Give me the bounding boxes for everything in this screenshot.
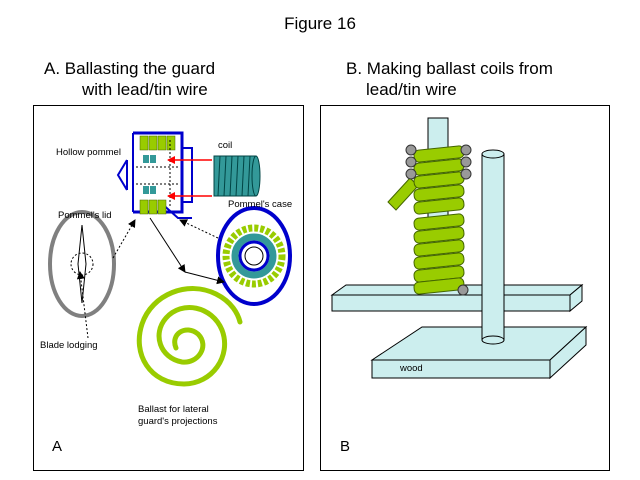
tall-post [481, 149, 505, 345]
figure-title: Figure 16 [284, 14, 356, 33]
label-wood: wood [400, 363, 423, 374]
panel-b-heading-line2: lead/tin wire [366, 80, 457, 99]
blade-lodging-arrow [76, 271, 89, 339]
hollow-pommel [116, 131, 193, 219]
label-pommels-lid: Pommel's lid [58, 210, 112, 221]
wood-base [370, 325, 588, 380]
lid-to-pommel-arrow [112, 219, 136, 259]
label-hollow-pommel: Hollow pommel [56, 147, 121, 158]
panel-a-heading-line1: A. Ballasting the guard [44, 59, 216, 78]
ballast-spiral [136, 286, 243, 387]
case-to-pommel-arrow [179, 219, 219, 239]
label-coil: coil [218, 140, 233, 151]
label-pommels-case: Pommel's case [228, 199, 293, 210]
label-ballast-line2: guard's projections [138, 416, 218, 427]
grey-beads [405, 144, 472, 296]
label-ballast-line1: Ballast for lateral [138, 404, 209, 415]
panel-a-letter: A [52, 438, 63, 455]
pommel-lid [48, 210, 116, 318]
wire-lead [387, 177, 419, 211]
spiral-to-case-arrow [184, 271, 225, 285]
ballast-coil-on-mandrel [413, 145, 465, 295]
panel-b-heading-line1: B. Making ballast coils from [346, 59, 553, 78]
pommel-to-spiral-arrow [149, 217, 186, 273]
panel-a-heading-line2: with lead/tin wire [82, 80, 208, 99]
coil-drawing [213, 155, 261, 197]
pommel-case [216, 206, 292, 306]
panel-b-heading: B. Making ballast coils from lead/tin wi… [346, 58, 553, 100]
label-ballast: Ballast for lateral guard's projections [138, 404, 217, 428]
panel-b-letter: B [340, 438, 351, 455]
label-blade-lodging: Blade lodging [40, 340, 98, 351]
panel-a-heading: A. Ballasting the guard with lead/tin wi… [44, 58, 215, 100]
